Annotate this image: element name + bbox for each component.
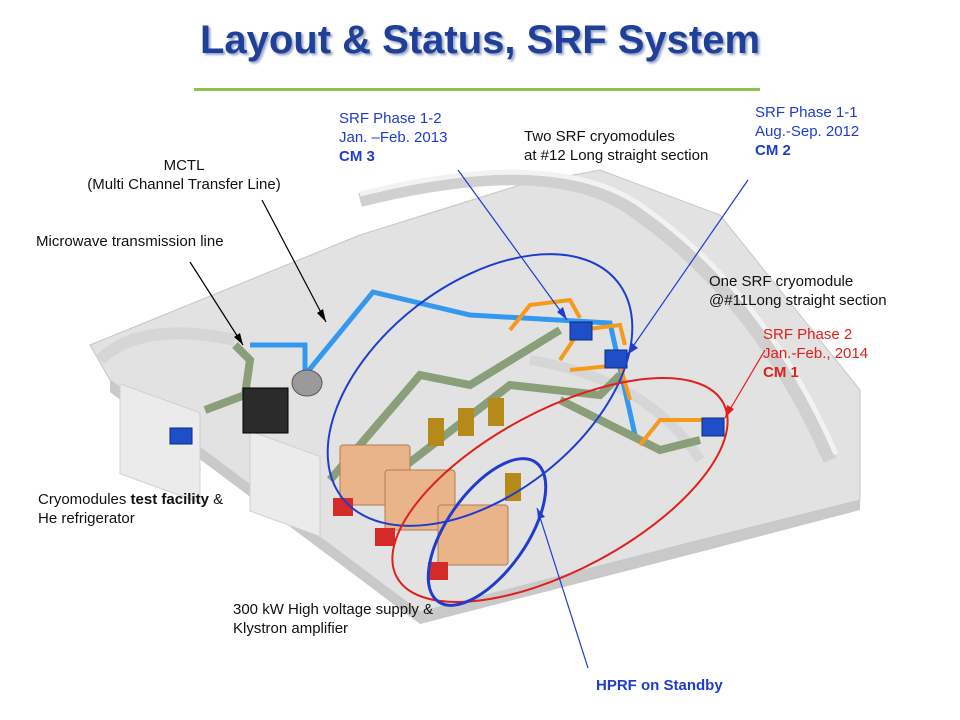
label-two-cryomodules: Two SRF cryomodules at #12 Long straight… — [524, 127, 708, 165]
label-one-cryomodule-line1: One SRF cryomodule — [709, 273, 854, 290]
label-phase11-line2: Aug.-Sep. 2012 — [755, 123, 860, 140]
klystron-base-3 — [428, 562, 448, 580]
label-phase2-line1: SRF Phase 2 — [763, 326, 853, 343]
label-test-facility-bold: test facility — [130, 491, 209, 508]
label-test-facility-line2: He refrigerator — [38, 510, 135, 527]
service-room — [249, 430, 321, 538]
arrowhead-hprf — [537, 508, 545, 519]
arrowhead-mctl — [317, 309, 326, 322]
test-facility-wall — [95, 327, 237, 365]
label-klystron-line1: 300 kW High voltage supply & — [233, 601, 434, 618]
rack-4 — [505, 473, 521, 501]
cryomodule-cm2 — [604, 349, 628, 369]
label-phase12-line2: Jan. –Feb. 2013 — [339, 129, 448, 146]
cryo-line-a — [508, 297, 582, 332]
callout-microwave — [189, 261, 244, 346]
label-mctl-line1: MCTL — [163, 157, 205, 174]
cryo-line-b — [558, 322, 627, 362]
title-underline — [194, 88, 760, 91]
callout-hprf — [536, 507, 589, 669]
phase2-ellipse — [391, 377, 729, 603]
label-test-facility: Cryomodules test facility & He refrigera… — [38, 490, 223, 528]
label-test-facility-pre: Cryomodules — [38, 491, 131, 508]
arrowhead-phase11 — [627, 343, 638, 355]
callout-phase12 — [457, 169, 568, 321]
mctl-line — [250, 289, 638, 436]
waveguide-4 — [558, 396, 701, 455]
label-two-cryomodules-line1: Two SRF cryomodules — [524, 128, 675, 145]
he-tank — [291, 369, 323, 397]
outer-wall — [358, 171, 837, 463]
label-phase12: SRF Phase 1-2 Jan. –Feb. 2013 CM 3 — [339, 109, 447, 166]
cryomodule-cm3 — [569, 321, 593, 341]
label-one-cryomodule-line2: @#11Long straight section — [709, 292, 887, 309]
label-microwave-line: Microwave transmission line — [36, 233, 224, 250]
arrowhead-phase2 — [725, 405, 734, 418]
label-phase12-line1: SRF Phase 1-2 — [339, 110, 442, 127]
test-cryomodule — [169, 427, 193, 445]
label-phase2-line3: CM 1 — [763, 364, 799, 381]
klystron-base-2 — [375, 528, 395, 546]
outer-wall-top — [359, 169, 839, 456]
waveguide-2 — [326, 326, 563, 483]
arrowhead-microwave — [234, 333, 243, 345]
rack-1 — [428, 418, 444, 446]
he-refrigerator — [242, 387, 289, 434]
label-hprf-standby: HPRF on Standby — [596, 677, 723, 694]
label-phase11-line1: SRF Phase 1-1 — [755, 104, 858, 121]
arrowhead-phase12 — [557, 307, 567, 320]
test-facility-room — [119, 382, 201, 504]
hprf-ellipse — [426, 457, 548, 607]
label-phase2-line2: Jan.-Feb., 2014 — [763, 345, 869, 362]
label-phase12-line3: CM 3 — [339, 148, 375, 165]
label-klystron: 300 kW High voltage supply & Klystron am… — [233, 600, 433, 638]
label-phase2: SRF Phase 2 Jan.-Feb., 2014 CM 1 — [763, 325, 868, 382]
callout-mctl — [261, 199, 327, 323]
label-test-facility-post: & — [208, 491, 224, 508]
label-phase11: SRF Phase 1-1 Aug.-Sep. 2012 CM 2 — [755, 103, 859, 160]
label-mctl: MCTL (Multi Channel Transfer Line) — [52, 156, 316, 194]
rack-3 — [488, 398, 504, 426]
label-two-cryomodules-line2: at #12 Long straight section — [524, 147, 709, 164]
callout-phase11 — [626, 179, 749, 356]
klystron-base-1 — [333, 498, 353, 516]
label-test-facility-line1: Cryomodules test facility & — [38, 490, 223, 509]
cryomodule-cm1 — [701, 417, 725, 437]
label-phase11-line3: CM 2 — [755, 142, 791, 159]
label-mctl-line2: (Multi Channel Transfer Line) — [87, 176, 281, 193]
label-klystron-line2: Klystron amplifier — [233, 620, 349, 637]
label-one-cryomodule: One SRF cryomodule @#11Long straight sec… — [709, 272, 887, 310]
rack-2 — [458, 408, 474, 436]
waveguide-1 — [203, 342, 255, 414]
callout-phase2 — [724, 349, 766, 419]
page-title: Layout & Status, SRF System — [199, 18, 761, 62]
